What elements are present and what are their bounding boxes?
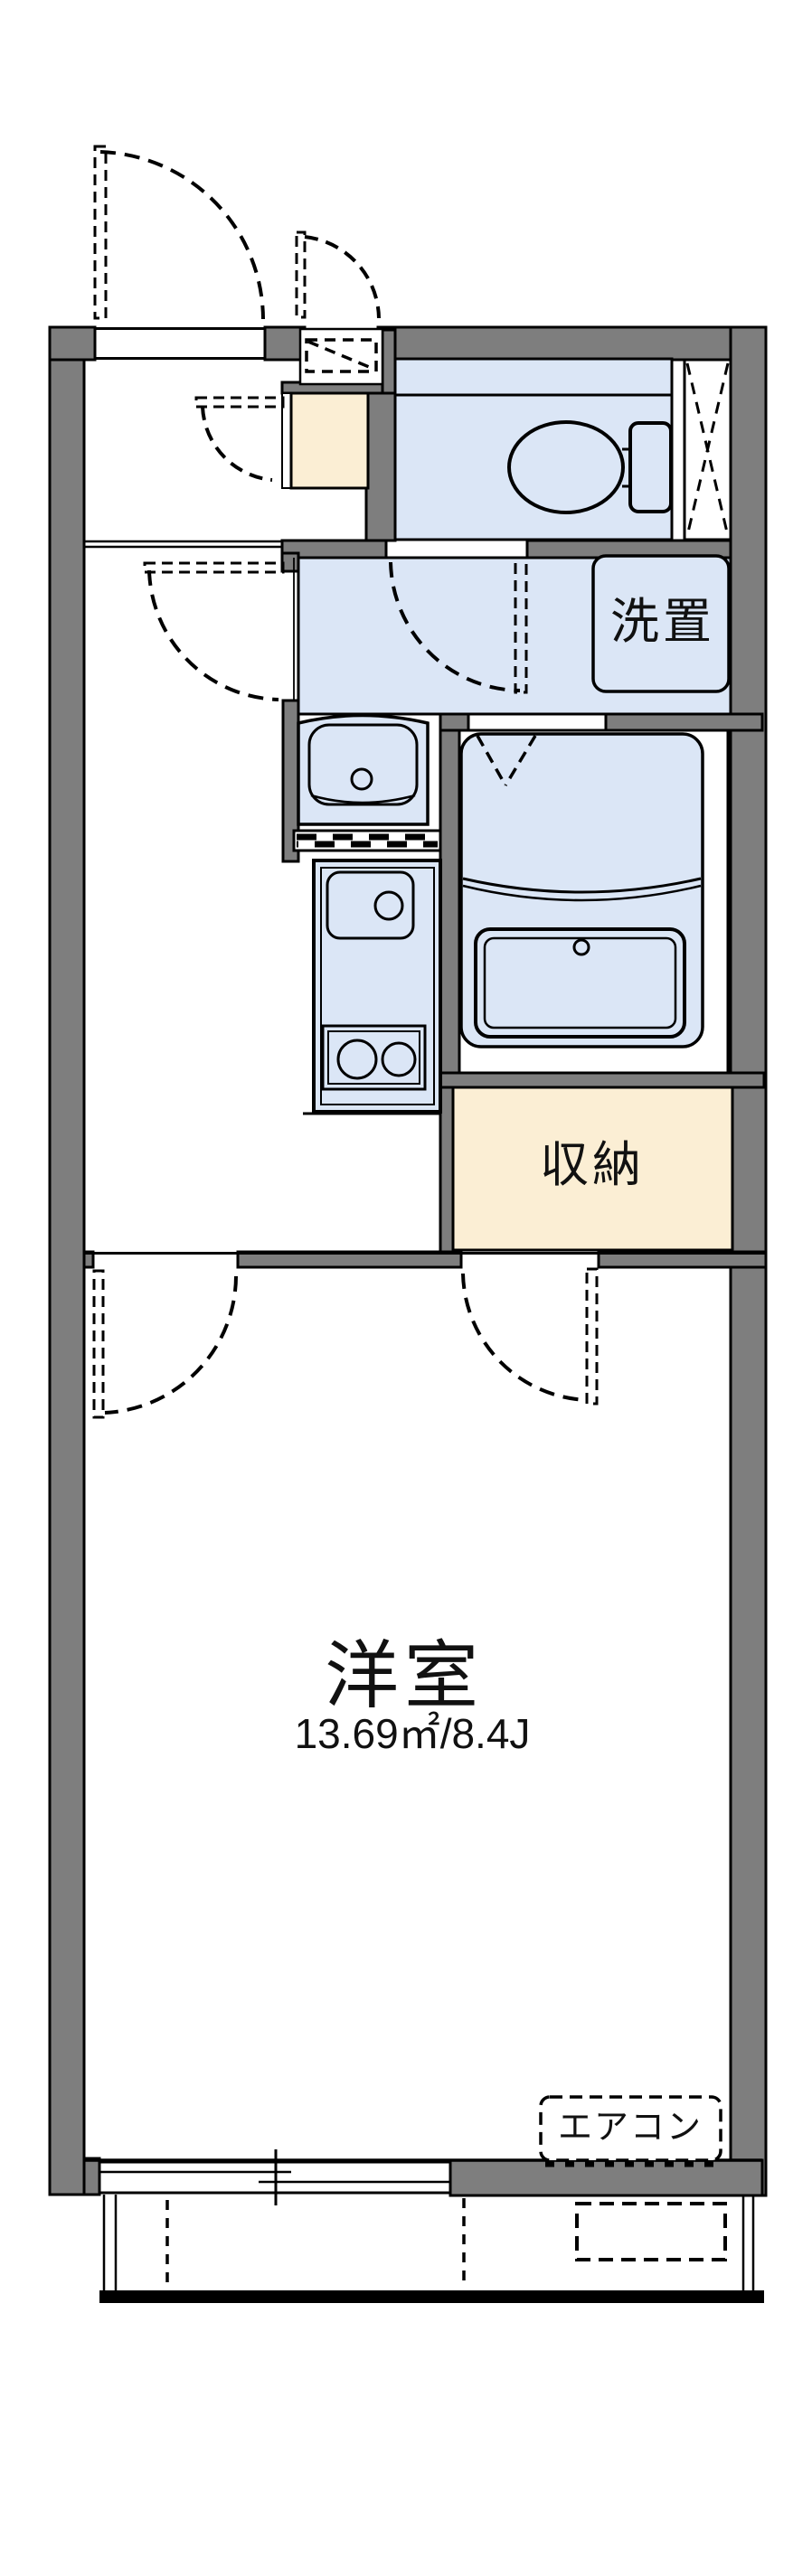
bathroom	[458, 729, 730, 1075]
balcony	[99, 2195, 764, 2303]
walls	[48, 325, 768, 2197]
closet-door-leaf	[585, 1267, 599, 1406]
washroom-bath-wall-left	[439, 712, 470, 732]
bathtub-drain	[572, 938, 590, 956]
bath-bottom-wall	[439, 1071, 766, 1089]
closet-door-arc	[461, 1273, 589, 1402]
bath-folding-door	[476, 735, 537, 786]
toilet-door-arc	[389, 561, 521, 692]
storage-closet	[451, 1086, 734, 1252]
top-wall-right	[376, 325, 768, 362]
washroom-door-arc	[147, 569, 279, 701]
left-wall	[48, 325, 86, 2196]
meter-box-door-arc	[304, 235, 381, 319]
washroom-bath-wall-right	[604, 712, 764, 732]
washroom-door-leaf	[143, 561, 285, 574]
toilet-tank	[628, 421, 673, 513]
aircon-box	[539, 2095, 722, 2162]
toilet-door-leaf	[514, 556, 528, 694]
toilet-bowl	[507, 420, 625, 514]
kitchen-sink	[326, 870, 415, 940]
washroom-door-jamb-wall	[280, 551, 300, 573]
room-door-arc	[104, 1275, 238, 1415]
kitchen-unit	[303, 859, 442, 1115]
balcony-dashed-box	[575, 2202, 727, 2261]
entry-toilet-wall	[364, 391, 397, 542]
bathtub	[474, 927, 686, 1039]
bottom-left-corner	[82, 2157, 101, 2196]
aircon-label: エアコン	[557, 2109, 703, 2147]
wall-opening-lines	[84, 327, 766, 1255]
top-wall-mid	[263, 325, 307, 362]
sliding-window	[98, 2149, 452, 2205]
shoe-cabinet-door-leaf	[194, 396, 285, 409]
kitchen-hatch-window	[292, 829, 442, 852]
western-room-area: 13.69㎡/8.4J	[294, 1710, 531, 1757]
western-room-label: 洋室	[324, 1635, 484, 1717]
washbasin-drain	[350, 767, 373, 791]
pipe-space	[683, 358, 732, 541]
stove-burner-right	[381, 1041, 417, 1077]
shoe-cabinet	[281, 391, 370, 490]
washbasin	[297, 713, 430, 826]
room-door-leaf	[92, 1269, 105, 1419]
doors	[92, 145, 599, 1419]
closet-left-wall	[439, 1086, 455, 1255]
top-wall-left	[48, 325, 97, 362]
entrance-door-leaf	[93, 145, 108, 320]
washer-space-label: 洗置	[610, 595, 715, 649]
entrance-door-arc	[99, 150, 265, 320]
shoe-cabinet-door-arc	[201, 406, 273, 482]
toilet-fixture	[507, 420, 673, 514]
storage-label: 収納	[540, 1138, 645, 1192]
entrance-step-line	[84, 540, 282, 549]
kitchen-faucet	[373, 890, 404, 921]
meter-box-door-leaf	[295, 230, 307, 319]
washer-space	[591, 554, 731, 693]
stove-burner-left	[336, 1039, 378, 1080]
balcony-edge	[99, 2290, 764, 2303]
bath-left-wall	[439, 729, 461, 1077]
meter-box	[298, 327, 384, 386]
